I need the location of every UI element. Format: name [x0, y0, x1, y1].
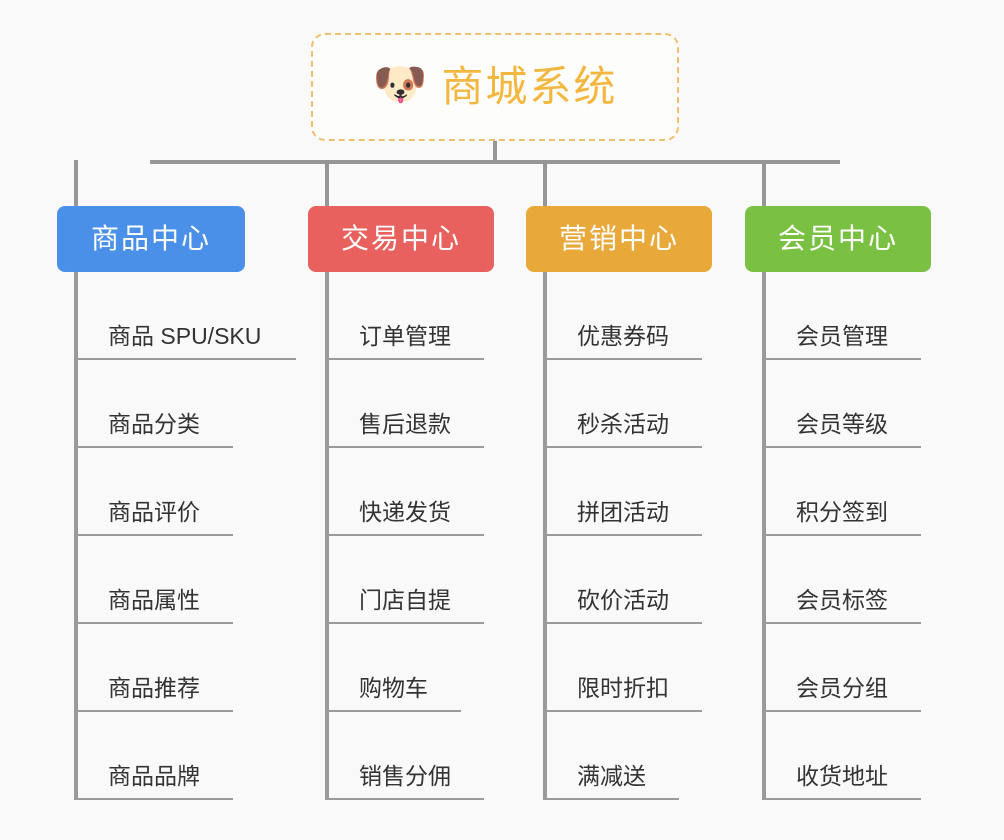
leaf-item-label: 售后退款	[359, 411, 451, 437]
leaf-item[interactable]: 商品评价	[78, 448, 245, 536]
leaf-item-underline	[766, 710, 921, 712]
leaf-item-underline	[329, 534, 484, 536]
leaf-item-underline	[547, 622, 702, 624]
leaf-item-underline	[766, 358, 921, 360]
connector-drop-trade-center	[325, 160, 329, 208]
leaf-item[interactable]: 砍价活动	[547, 536, 712, 624]
leaf-item[interactable]: 收货地址	[766, 712, 931, 800]
connector-root-stem	[493, 141, 497, 163]
leaf-item-label: 会员分组	[796, 675, 888, 701]
leaf-item-underline	[766, 446, 921, 448]
leaf-item-label: 会员标签	[796, 587, 888, 613]
leaf-item-label: 砍价活动	[577, 587, 669, 613]
category-label-product-center: 商品中心	[90, 223, 211, 254]
category-box-trade-center[interactable]: 交易中心	[308, 206, 494, 272]
category-label-marketing-center: 营销中心	[558, 223, 679, 254]
category-label-member-center: 会员中心	[777, 223, 898, 254]
leaf-item[interactable]: 购物车	[329, 624, 494, 712]
category-label-trade-center: 交易中心	[340, 223, 461, 254]
leaf-item-label: 订单管理	[359, 323, 451, 349]
leaf-list-member-center: 会员管理会员等级积分签到会员标签会员分组收货地址	[762, 272, 931, 800]
leaf-item-label: 快递发货	[359, 499, 451, 525]
leaf-item-label: 购物车	[359, 675, 428, 701]
leaf-item[interactable]: 会员分组	[766, 624, 931, 712]
leaf-item-label: 收货地址	[796, 763, 888, 789]
leaf-item-label: 限时折扣	[577, 675, 669, 701]
leaf-item[interactable]: 积分签到	[766, 448, 931, 536]
leaf-item-label: 门店自提	[359, 587, 451, 613]
connector-drop-product-center	[74, 160, 78, 208]
leaf-item-label: 商品品牌	[108, 763, 200, 789]
leaf-item[interactable]: 拼团活动	[547, 448, 712, 536]
leaf-item[interactable]: 售后退款	[329, 360, 494, 448]
leaf-item[interactable]: 商品品牌	[78, 712, 245, 800]
leaf-item[interactable]: 满减送	[547, 712, 712, 800]
leaf-item-underline	[766, 534, 921, 536]
leaf-item-underline	[766, 798, 921, 800]
shiba-dog-face-icon: 🐶	[372, 60, 428, 109]
column-member-center: 会员中心会员管理会员等级积分签到会员标签会员分组收货地址	[745, 206, 931, 800]
leaf-item-label: 会员等级	[796, 411, 888, 437]
leaf-item[interactable]: 商品属性	[78, 536, 245, 624]
leaf-item-underline	[547, 534, 702, 536]
column-product-center: 商品中心商品 SPU/SKU 商品分类商品评价商品属性商品推荐商品品牌	[57, 206, 296, 800]
leaf-item-underline	[547, 798, 679, 800]
leaf-list-trade-center: 订单管理售后退款快递发货门店自提购物车销售分佣	[325, 272, 494, 800]
leaf-item[interactable]: 会员标签	[766, 536, 931, 624]
category-box-product-center[interactable]: 商品中心	[57, 206, 245, 272]
connector-drop-member-center	[762, 160, 766, 208]
leaf-item-label: 积分签到	[796, 499, 888, 525]
leaf-item-underline	[78, 798, 233, 800]
leaf-item[interactable]: 快递发货	[329, 448, 494, 536]
leaf-item-label: 商品评价	[108, 499, 200, 525]
leaf-item-label: 拼团活动	[577, 499, 669, 525]
leaf-item-underline	[766, 622, 921, 624]
leaf-item[interactable]: 优惠券码	[547, 272, 712, 360]
leaf-item[interactable]: 会员等级	[766, 360, 931, 448]
leaf-item[interactable]: 商品 SPU/SKU	[78, 272, 296, 360]
leaf-item-label: 秒杀活动	[577, 411, 669, 437]
leaf-item-underline	[547, 710, 702, 712]
connector-horizontal-bar	[150, 160, 840, 164]
leaf-item-underline	[329, 358, 484, 360]
leaf-item[interactable]: 销售分佣	[329, 712, 494, 800]
leaf-item-label: 销售分佣	[359, 763, 451, 789]
leaf-item[interactable]: 秒杀活动	[547, 360, 712, 448]
leaf-item-underline	[78, 358, 296, 360]
root-title: 商城系统	[441, 63, 618, 110]
leaf-list-marketing-center: 优惠券码秒杀活动拼团活动砍价活动限时折扣满减送	[543, 272, 712, 800]
leaf-item[interactable]: 商品推荐	[78, 624, 245, 712]
leaf-item-underline	[329, 710, 461, 712]
leaf-item-label: 优惠券码	[577, 323, 669, 349]
leaf-item-label: 商品分类	[108, 411, 200, 437]
column-trade-center: 交易中心订单管理售后退款快递发货门店自提购物车销售分佣	[308, 206, 494, 800]
leaf-item-underline	[329, 622, 484, 624]
leaf-item-label: 商品 SPU/SKU	[108, 323, 262, 349]
leaf-item-underline	[547, 446, 702, 448]
leaf-item-underline	[547, 358, 702, 360]
leaf-item-underline	[78, 622, 233, 624]
category-box-member-center[interactable]: 会员中心	[745, 206, 931, 272]
leaf-item-underline	[78, 534, 233, 536]
root-node[interactable]: 🐶 商城系统	[311, 33, 679, 141]
leaf-item[interactable]: 门店自提	[329, 536, 494, 624]
leaf-item-label: 商品推荐	[108, 675, 200, 701]
leaf-item[interactable]: 会员管理	[766, 272, 931, 360]
leaf-item[interactable]: 订单管理	[329, 272, 494, 360]
category-box-marketing-center[interactable]: 营销中心	[526, 206, 712, 272]
leaf-item-underline	[329, 798, 484, 800]
leaf-item-underline	[329, 446, 484, 448]
leaf-item-label: 满减送	[577, 763, 646, 789]
column-marketing-center: 营销中心优惠券码秒杀活动拼团活动砍价活动限时折扣满减送	[526, 206, 712, 800]
leaf-item-underline	[78, 446, 233, 448]
leaf-item-underline	[78, 710, 233, 712]
leaf-item[interactable]: 限时折扣	[547, 624, 712, 712]
leaf-item-label: 会员管理	[796, 323, 888, 349]
leaf-item-label: 商品属性	[108, 587, 200, 613]
leaf-list-product-center: 商品 SPU/SKU 商品分类商品评价商品属性商品推荐商品品牌	[74, 272, 296, 800]
leaf-item[interactable]: 商品分类	[78, 360, 245, 448]
connector-drop-marketing-center	[543, 160, 547, 208]
